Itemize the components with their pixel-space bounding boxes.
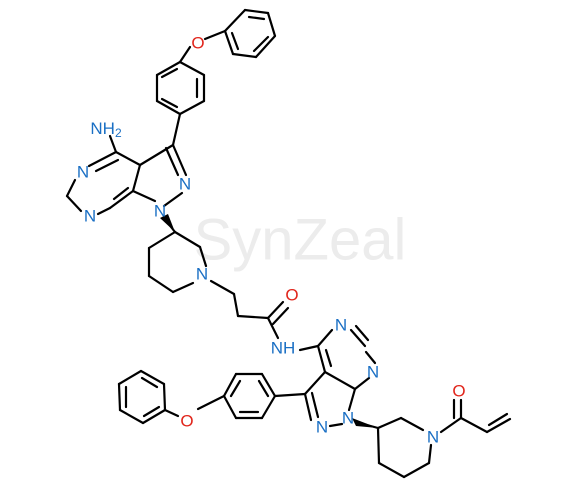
atom-labels: O NH2 N N N N N O NH N N N N N O O [77, 34, 466, 447]
nh-label-amide: NH [271, 339, 296, 358]
oxygen-label-acryloyl: O [452, 382, 465, 401]
oxygen-label-ether-top: O [191, 34, 204, 53]
nitrogen-label-n2-upper: N [179, 175, 191, 194]
wedge-bond-upper [160, 214, 175, 232]
wedge-bond-lower [352, 418, 378, 428]
nitrogen-label-piperidine-upper: N [196, 265, 208, 284]
nitrogen-label-n1-lower: N [342, 409, 354, 428]
nitrogen-label-pyrimidine-lower-a: N [335, 316, 347, 335]
nitrogen-label-pyrimidine-upper-a: N [77, 163, 89, 182]
oxygen-label-amide: O [285, 286, 298, 305]
nitrogen-label-pyrimidine-upper-b: N [84, 207, 96, 226]
watermark-text: SynZeal [194, 208, 407, 273]
nitrogen-label-n2-lower: N [316, 418, 328, 437]
nitrogen-label-n1-upper: N [154, 202, 166, 221]
nh2-label: NH2 [90, 119, 122, 141]
bonds [65, 8, 512, 479]
nitrogen-label-piperidine-lower: N [427, 428, 439, 447]
nitrogen-label-pyrimidine-lower-b: N [367, 363, 379, 382]
oxygen-label-ether-bottom: O [180, 412, 193, 431]
